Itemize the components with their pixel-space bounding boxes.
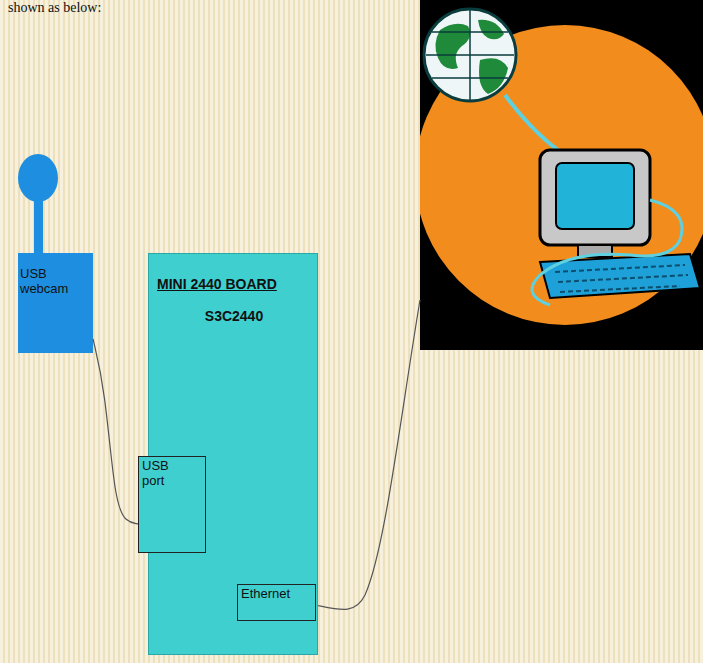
- intro-text: shown as below:: [8, 0, 101, 16]
- globe-land: [435, 24, 470, 69]
- port-label: USB port: [142, 459, 186, 489]
- monitor-screen: [556, 163, 634, 229]
- keyboard-keys: [555, 265, 688, 292]
- mouse-cable: [532, 200, 682, 305]
- chip-label: S3C2440: [149, 308, 319, 324]
- ethernet-box: Ethernet: [237, 584, 316, 621]
- ethernet-wire: [315, 300, 420, 609]
- globe-land: [478, 20, 504, 40]
- port-label: Ethernet: [241, 587, 315, 602]
- webcam-head: [18, 154, 58, 202]
- computer-clipart: [420, 0, 703, 350]
- globe-grid: [426, 9, 514, 101]
- globe-land: [479, 58, 508, 94]
- node-label: USB webcam: [20, 267, 78, 297]
- webcam-box: USB webcam: [18, 253, 93, 353]
- globe: [424, 9, 516, 101]
- board-box: MINI 2440 BOARDS3C2440USB portEthernet: [148, 253, 318, 655]
- monitor: [540, 150, 650, 245]
- board-title: MINI 2440 BOARD: [157, 276, 313, 292]
- usb-cable: [93, 339, 138, 524]
- usb-port-box: USB port: [138, 456, 206, 553]
